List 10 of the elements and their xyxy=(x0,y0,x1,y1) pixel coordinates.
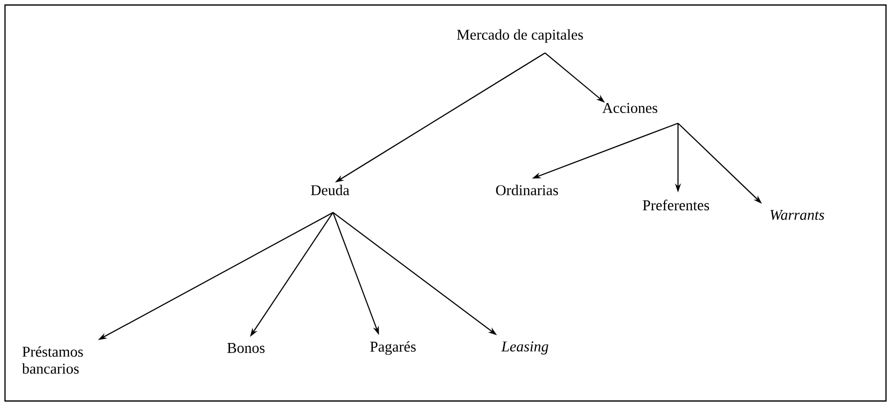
node-label: Acciones xyxy=(602,103,658,114)
node-label: Preferentes xyxy=(642,200,710,210)
node-label: Deuda xyxy=(310,184,350,196)
node-label: Ordinarias xyxy=(496,184,558,196)
node-label: Préstamos bancarios xyxy=(22,346,83,374)
node-label: Warrants xyxy=(770,210,824,220)
node-label: Mercado de capitales xyxy=(456,29,583,43)
node-label: Bonos xyxy=(227,343,265,353)
node-label: Pagarés xyxy=(370,341,416,355)
node-label: Leasing xyxy=(501,341,548,355)
